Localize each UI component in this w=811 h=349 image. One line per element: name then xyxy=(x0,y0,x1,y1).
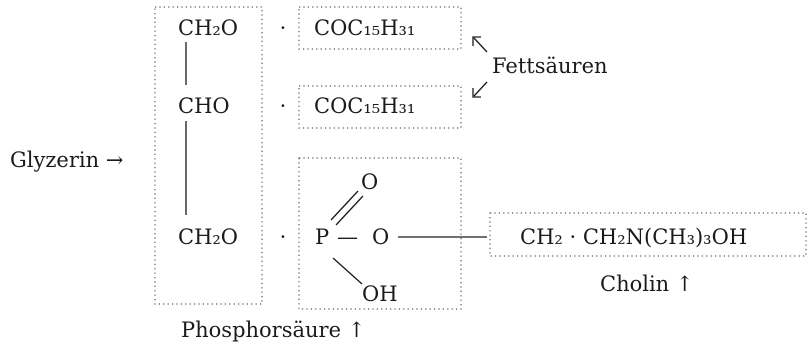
bond-dot-2: · xyxy=(280,94,287,118)
fatty-acid-2: COC₁₅H₃₁ xyxy=(314,94,415,118)
phosphate-double-bond-b xyxy=(330,190,359,221)
bond-dot-1: · xyxy=(280,16,287,40)
phosphorus-atom: P xyxy=(315,225,329,249)
glycerol-ch2o-top: CH₂O xyxy=(178,16,238,40)
phosphoric-acid-box xyxy=(298,157,462,310)
glycerol-ch2o-bottom: CH₂O xyxy=(178,225,238,249)
phosphate-oh-bond xyxy=(332,257,363,285)
glycerol-cho: CHO xyxy=(178,94,230,118)
phosphate-double-bond-a xyxy=(335,195,364,226)
glycerol-box xyxy=(154,6,263,305)
arrow-to-fatty-acid-2 xyxy=(472,81,488,98)
fatty-acid-1: COC₁₅H₃₁ xyxy=(314,16,415,40)
phosphate-single-bond: — xyxy=(337,225,358,249)
cholin-label: Cholin ↑ xyxy=(600,272,693,296)
choline-formula: CH₂ · CH₂N(CH₃)₃OH xyxy=(520,225,747,249)
phosphorsaeure-label: Phosphorsäure ↑ xyxy=(181,318,365,342)
phosphate-hydroxyl: OH xyxy=(362,282,398,306)
phosphate-oxygen-top: O xyxy=(361,170,378,194)
arrow-to-fatty-acid-1 xyxy=(472,36,488,53)
fettsaeuren-label: Fettsäuren xyxy=(492,54,608,78)
phosphate-oxygen-link: O xyxy=(372,225,389,249)
glyzerin-label: Glyzerin → xyxy=(10,148,123,172)
bond-dot-3: · xyxy=(280,225,287,249)
